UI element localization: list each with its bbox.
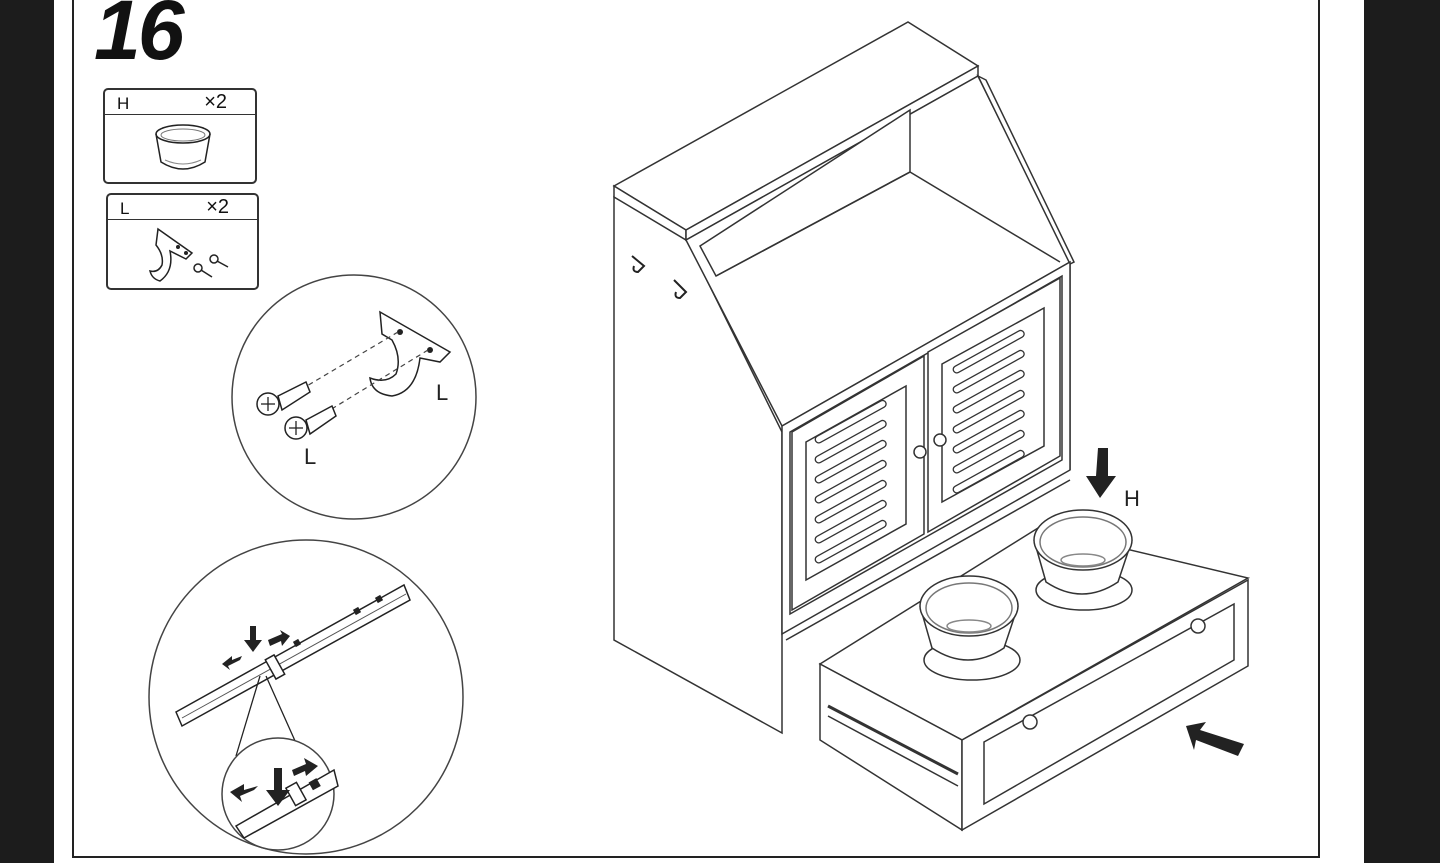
push-arrow-icon <box>1186 722 1244 756</box>
drawer <box>818 527 1251 832</box>
bowl-front <box>919 575 1019 661</box>
part-code: H <box>117 94 130 113</box>
part-box-divider <box>108 219 257 220</box>
part-box-l: L ×2 <box>106 193 259 290</box>
part-box-h: H ×2 <box>103 88 257 184</box>
cabinet <box>612 21 1075 735</box>
side-hooks <box>631 255 688 300</box>
step-number: 16 <box>94 0 184 77</box>
part-quantity: ×2 <box>206 196 229 218</box>
part-box-divider <box>105 114 255 115</box>
hook-part-icon <box>148 227 229 282</box>
page-frame <box>72 0 1320 858</box>
bowl-part-icon <box>155 124 211 170</box>
part-quantity: ×2 <box>204 91 227 113</box>
bowl-back <box>1033 509 1133 595</box>
door-knobs <box>913 433 947 459</box>
hook-detail-label: L <box>436 380 449 405</box>
slide-detail-circle <box>148 539 464 855</box>
screw-detail-label: L <box>304 444 317 469</box>
bowl-callout-label: H <box>1124 486 1140 511</box>
down-arrow-icon <box>1086 448 1116 498</box>
part-code: L <box>120 199 130 218</box>
hook-detail-circle <box>231 274 477 520</box>
